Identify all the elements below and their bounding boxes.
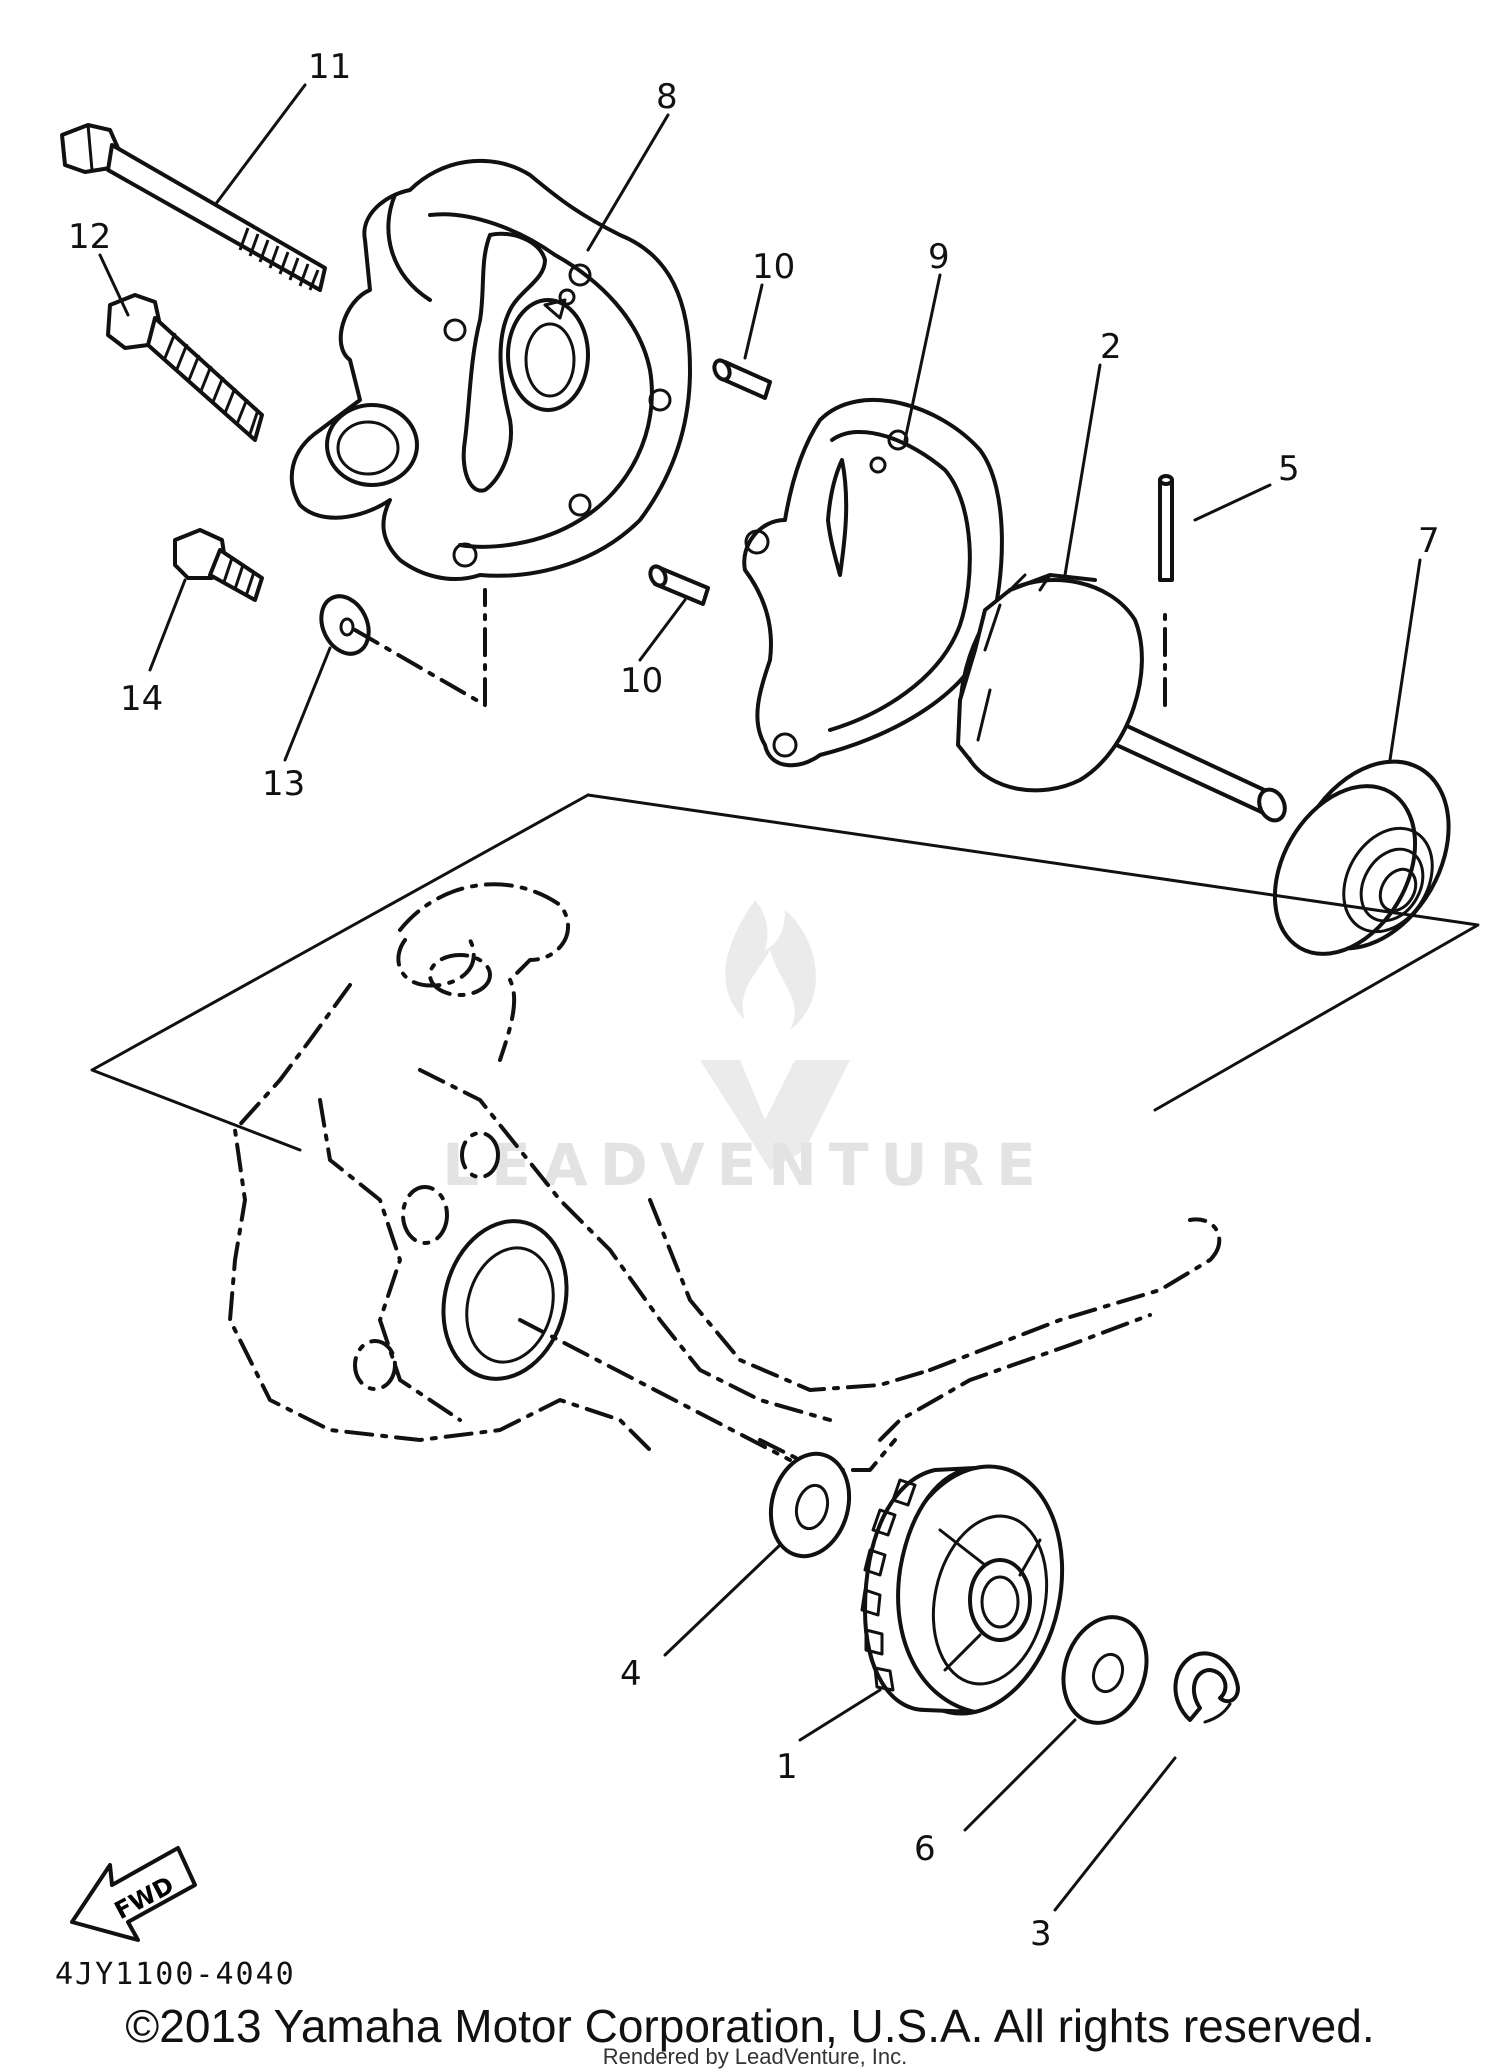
part-12-bolt [106, 293, 264, 442]
callout-9: 9 [928, 237, 950, 277]
part-4-washer [768, 1451, 852, 1559]
reference-plane-left [90, 793, 590, 1152]
callout-8: 8 [656, 77, 678, 117]
copyright-notice: ©2013 Yamaha Motor Corporation, U.S.A. A… [125, 2000, 1374, 2052]
callout-4: 4 [620, 1654, 642, 1694]
callout-6: 6 [914, 1829, 936, 1869]
part-14-short-bolt [173, 528, 264, 602]
part-9-gasket [742, 398, 1004, 768]
part-13-washer [319, 594, 371, 656]
callouts: 11 8 12 10 9 2 5 7 10 14 13 4 1 6 3 [68, 47, 1440, 1954]
callout-1: 1 [776, 1747, 798, 1787]
callout-14: 14 [120, 679, 163, 719]
part-10-dowel-pin-lower [648, 564, 710, 606]
diagram-code: 4JY1100-4040 [55, 1957, 296, 1992]
reference-plane-right [586, 793, 1480, 1112]
part-2-impeller-shaft [956, 573, 1287, 823]
callout-7: 7 [1418, 521, 1440, 561]
callout-5: 5 [1278, 449, 1300, 489]
part-6-washer [1061, 1615, 1149, 1725]
callout-10-upper: 10 [752, 247, 795, 287]
part-8-pump-cover [289, 158, 692, 582]
callout-2: 2 [1100, 327, 1122, 367]
part-5-pin [1158, 474, 1174, 582]
leader-crankcase-to-washer [518, 1318, 792, 1462]
leader-13-to-cover [353, 588, 487, 707]
leadventure-watermark-logo [700, 900, 850, 1170]
part-10-dowel-pin-upper [712, 358, 772, 400]
callout-13: 13 [262, 764, 305, 804]
callout-10-lower: 10 [620, 661, 663, 701]
part-1-gear [860, 1464, 1065, 1716]
part-3-circlip [1173, 1651, 1240, 1724]
callout-12: 12 [68, 217, 111, 257]
part-11-long-bolt [60, 123, 327, 292]
callout-3: 3 [1030, 1914, 1052, 1954]
fwd-arrow-icon: FWD [70, 1846, 197, 1942]
leader-lines [98, 83, 1422, 1912]
rendered-by-notice: Rendered by LeadVenture, Inc. [603, 2044, 908, 2069]
crankcase-outline [228, 882, 1222, 1472]
callout-11: 11 [308, 47, 351, 87]
watermark-text: LEADVENTURE [442, 1131, 1048, 1199]
